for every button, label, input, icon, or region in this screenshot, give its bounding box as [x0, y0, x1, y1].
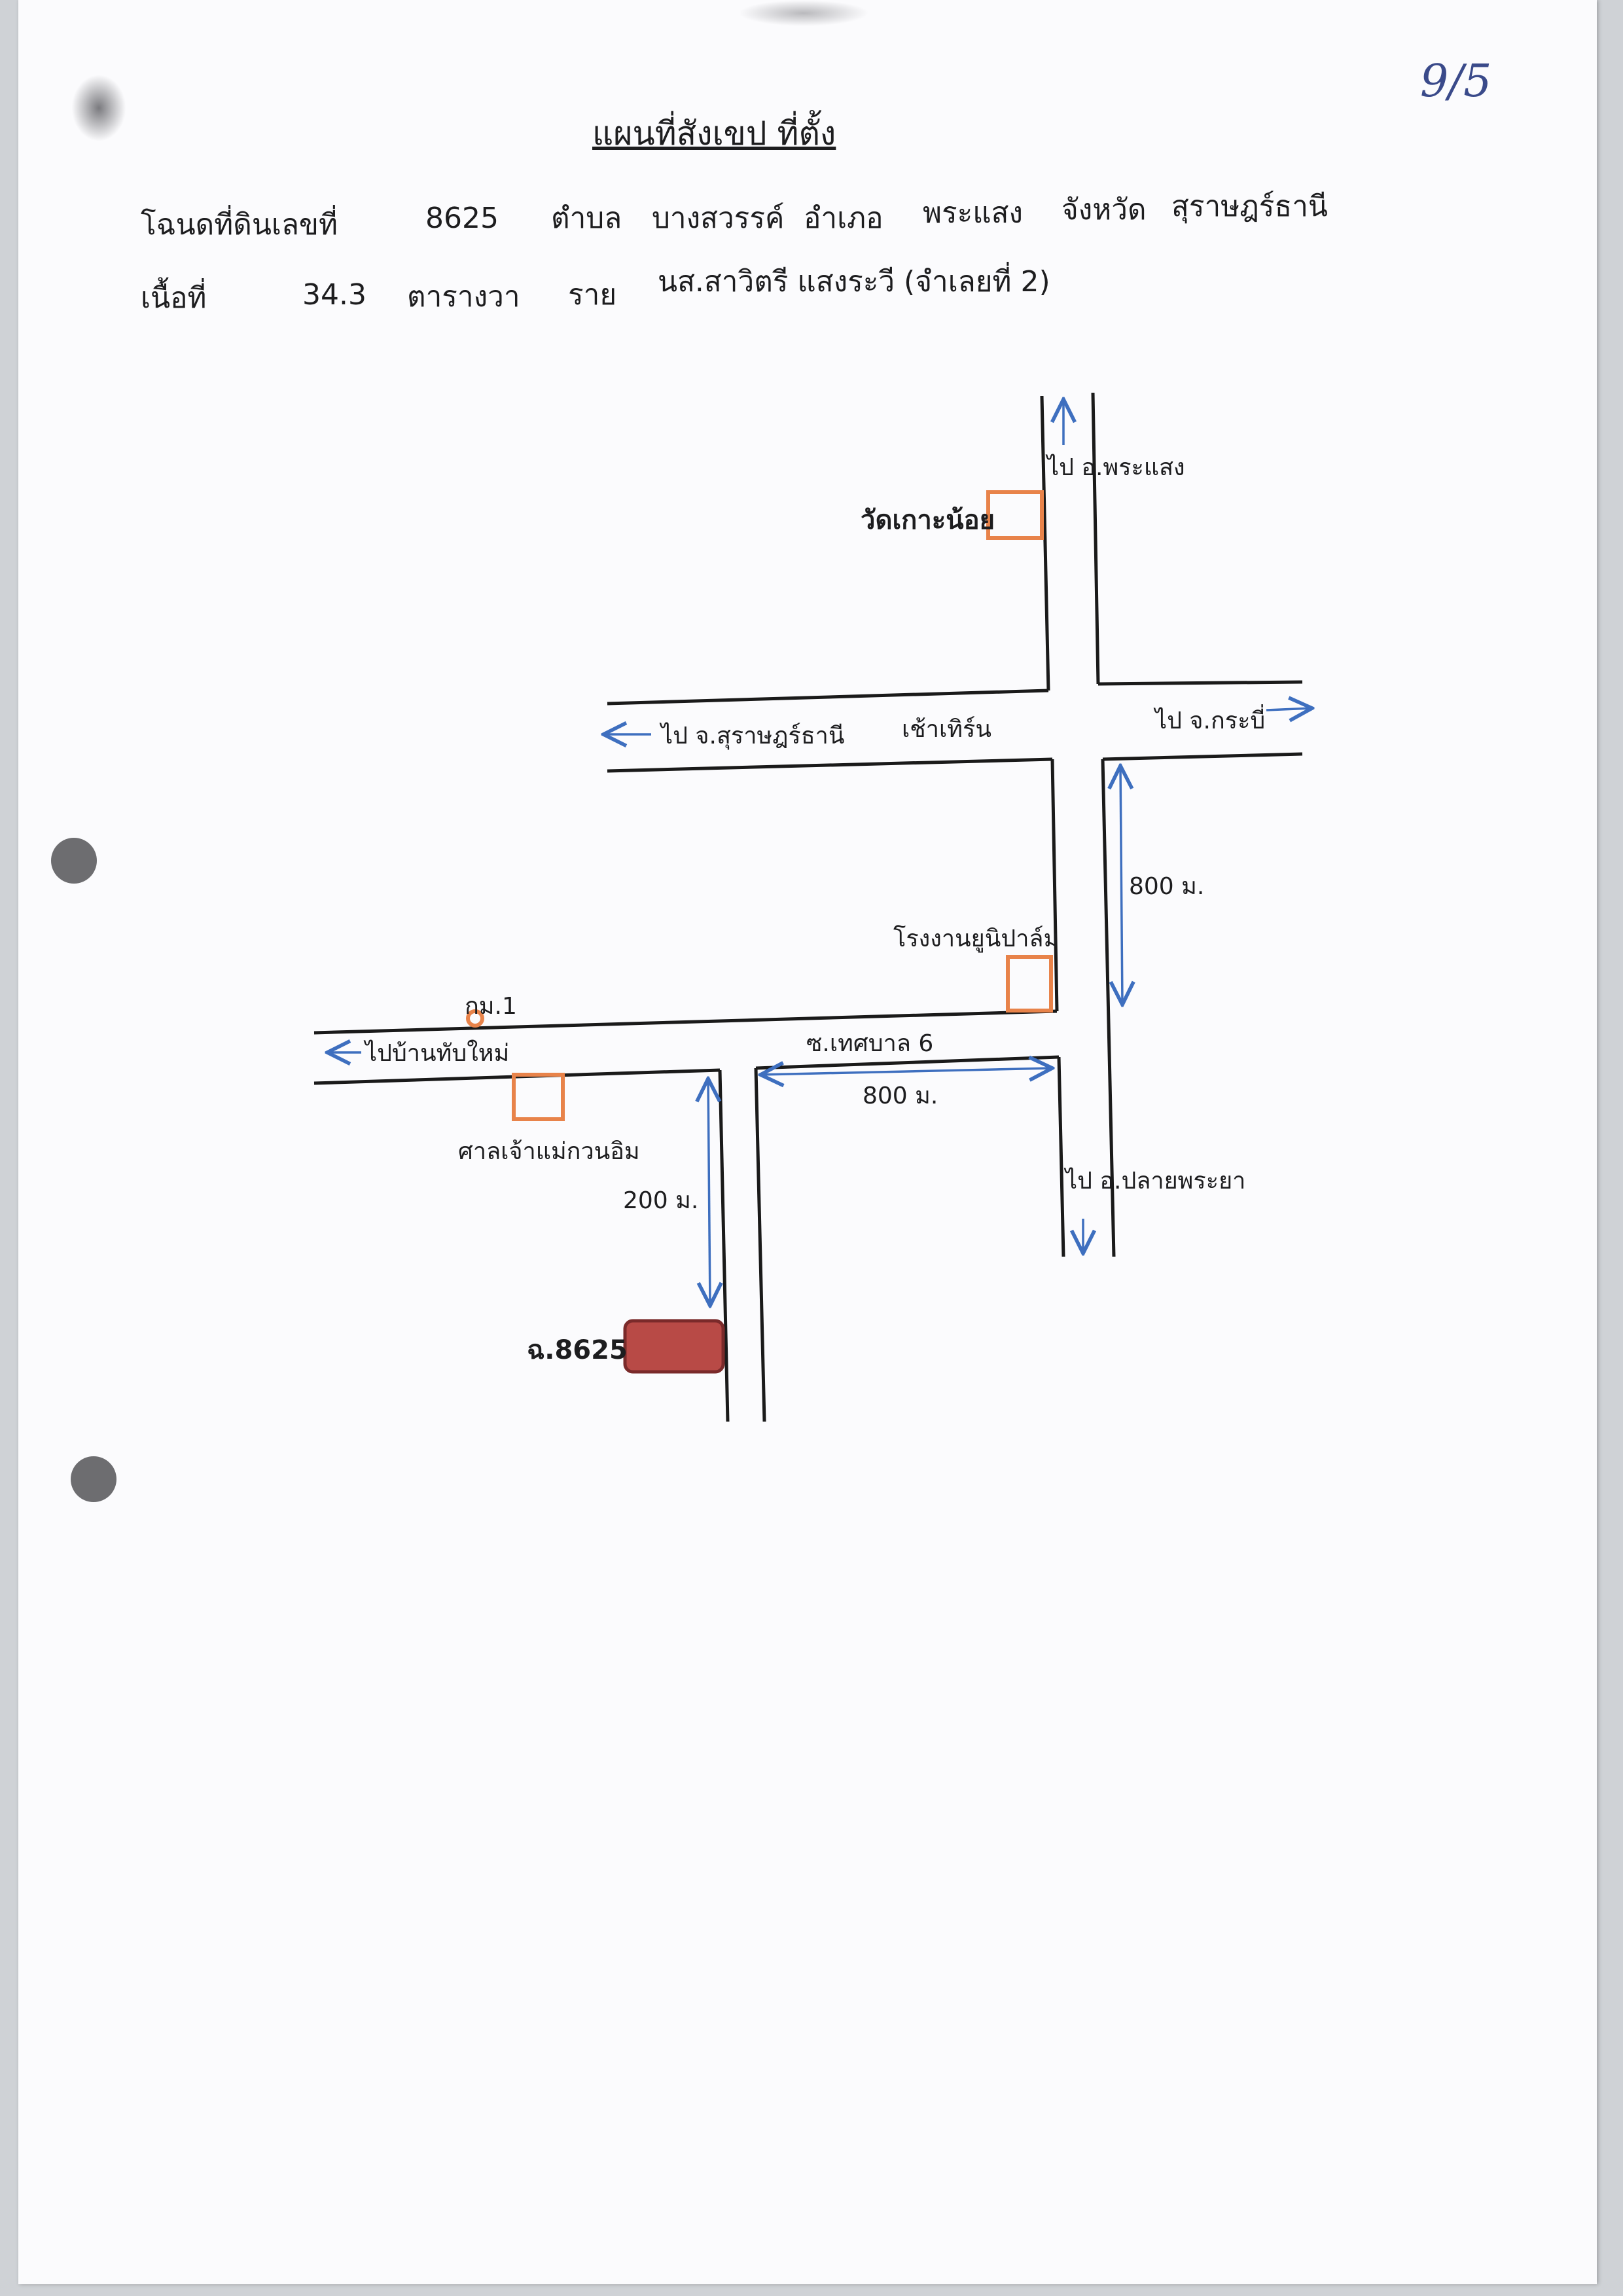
deed-number: 8625 [425, 202, 499, 235]
province-value: สุราษฎร์ธานี [1171, 190, 1329, 223]
main-road-east-edge-south [1101, 759, 1116, 1257]
staple-mark [69, 72, 128, 144]
document-title: แผนที่สังเขป ที่ตั้ง [592, 115, 836, 152]
roads [313, 392, 1303, 1422]
shrine-marker [512, 1073, 565, 1121]
soi-east-edge [754, 1067, 766, 1422]
km1-road-north-edge [313, 1009, 1058, 1035]
label-to-surat: ไป จ.สุราษฎร์ธานี [661, 723, 845, 749]
arrow-east-krabi [1266, 708, 1312, 710]
factory-marker [1006, 955, 1053, 1013]
label-distance-200: 200 ม. [623, 1187, 699, 1214]
deed-label: โฉนดที่ดินเลขที่ [141, 208, 338, 242]
dimension-200 [708, 1079, 710, 1306]
subdistrict-value: บางสวรรค์ [652, 202, 785, 235]
owner-name: นส.สาวิตรี แสงระวี (จำเลยที่ 2) [658, 265, 1050, 298]
parcel-8625-marker [623, 1319, 725, 1374]
subdistrict-label: ตำบล [551, 202, 622, 235]
district-value: พระแสง [923, 196, 1023, 230]
main-road-west-edge-north [1040, 395, 1050, 691]
ew-road-south-edge-east [1102, 752, 1303, 761]
label-to-plai-phraya: ไป อ.ปลายพระยา [1065, 1168, 1246, 1194]
landmarks [466, 490, 1053, 1121]
label-chao-thoen: เช้าเทิร์น [902, 716, 991, 743]
label-factory: โรงงานยูนิปาล์ม [893, 925, 1060, 952]
direction-arrows [327, 399, 1312, 1306]
label-distance-800-main: 800 ม. [1129, 873, 1205, 900]
label-shrine: ศาลเจ้าแม่กวนอิม [458, 1138, 640, 1165]
document-sheet [18, 0, 1597, 2284]
label-km1: กม.1 [465, 993, 517, 1020]
province-label: จังหวัด [1061, 193, 1147, 226]
area-value: 34.3 [302, 278, 366, 312]
label-soi-thesaban-6: ซ.เทศบาล 6 [806, 1030, 934, 1057]
page-number: 9/5 [1420, 56, 1492, 107]
km1-marker [466, 1009, 484, 1028]
label-to-ban-thap-mai: ไปบ้านทับใหม่ [365, 1040, 510, 1067]
district-label: อำเภอ [804, 202, 883, 235]
dimension-800-soi [760, 1068, 1052, 1075]
main-road-west-edge-mid [1050, 759, 1059, 1012]
label-to-krabi: ไป จ.กระบี่ [1155, 708, 1266, 734]
scan-smudge [738, 0, 869, 26]
temple-marker [986, 490, 1044, 540]
label-distance-800-soi: 800 ม. [863, 1083, 938, 1109]
main-road-east-edge-north [1091, 392, 1100, 685]
punch-hole-top [51, 838, 97, 884]
label-to-phrasaeng: ไป อ.พระแสง [1047, 454, 1185, 481]
area-unit: ตารางวา [407, 280, 520, 314]
punch-hole-bottom [71, 1456, 116, 1502]
area-label: เนื้อที่ [141, 281, 207, 315]
ew-road-north-edge-west [607, 689, 1049, 706]
label-wat-koh-noi: วัดเกาะน้อย [861, 505, 995, 535]
owner-label: ราย [568, 278, 617, 312]
ew-road-north-edge-east [1097, 680, 1303, 686]
label-parcel-8625: ฉ.8625 [527, 1335, 628, 1365]
main-road-west-edge-south [1057, 1056, 1065, 1257]
ew-road-south-edge-west [607, 757, 1053, 773]
dimension-800-main [1120, 766, 1122, 1005]
